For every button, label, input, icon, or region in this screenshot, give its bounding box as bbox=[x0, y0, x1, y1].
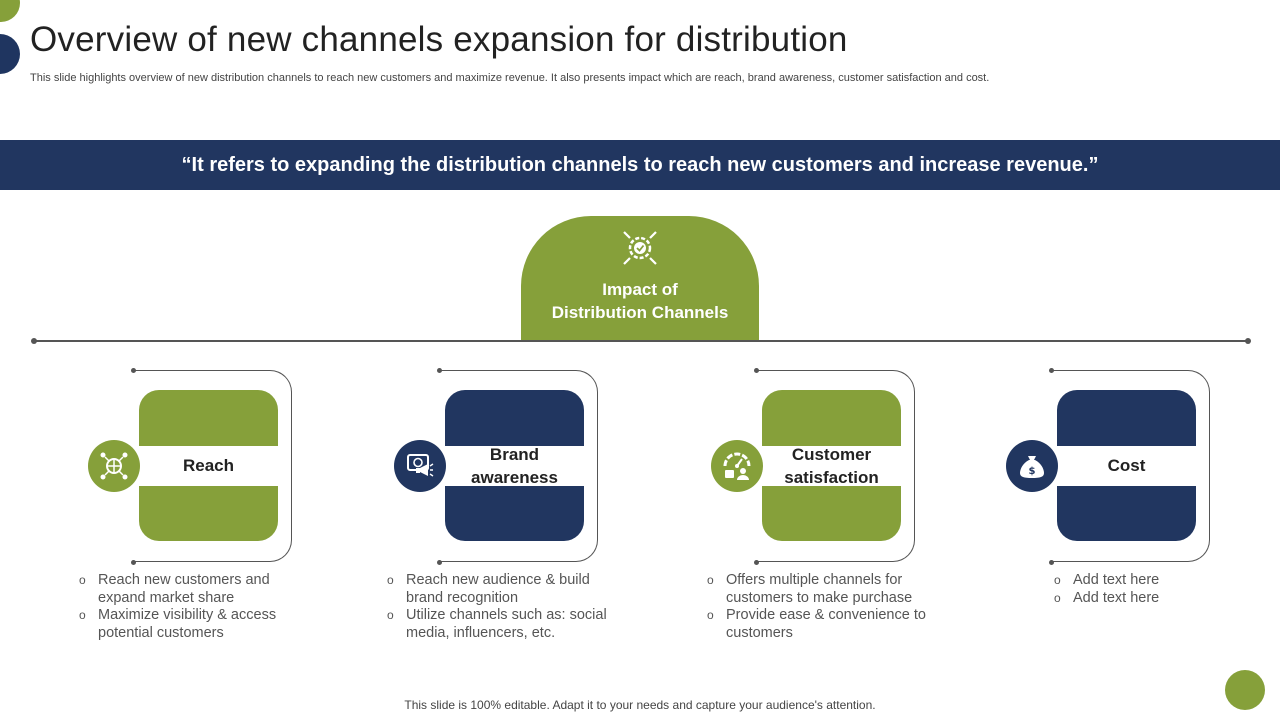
connector-line bbox=[34, 340, 1248, 342]
impact-card-brand-awareness: Brand awareness bbox=[394, 368, 634, 565]
list-item: Reach new audience & build brand recogni… bbox=[387, 572, 612, 607]
card-label: Reach bbox=[182, 456, 235, 475]
list-item: Add text here bbox=[1054, 572, 1214, 590]
quote-text: “It refers to expanding the distribution… bbox=[181, 153, 1099, 176]
impact-header-box: Impact of Distribution Channels bbox=[521, 216, 759, 342]
card-bracket bbox=[133, 370, 292, 562]
list-item: Maximize visibility & access potential c… bbox=[79, 607, 289, 642]
impact-card-cost: Cost $ bbox=[1006, 368, 1246, 565]
card-bracket bbox=[1051, 370, 1210, 562]
card-bracket bbox=[756, 370, 915, 562]
slide-subtitle: This slide highlights overview of new di… bbox=[30, 72, 990, 84]
svg-text:$: $ bbox=[1029, 466, 1036, 477]
card-label: Customer satisfaction bbox=[784, 444, 879, 487]
list-item: Offers multiple channels for customers t… bbox=[707, 572, 932, 607]
card-block bbox=[139, 390, 278, 541]
bracket-dot bbox=[1049, 368, 1054, 373]
list-item: Add text here bbox=[1054, 590, 1214, 608]
bullet-list-reach: Reach new customers and expand market sh… bbox=[79, 572, 289, 642]
impact-label: Impact of Distribution Channels bbox=[551, 280, 729, 322]
card-label: Cost bbox=[1107, 456, 1146, 475]
list-item: Utilize channels such as: social media, … bbox=[387, 607, 612, 642]
bracket-dot bbox=[1049, 560, 1054, 565]
list-item: Provide ease & convenience to customers bbox=[707, 607, 932, 642]
list-item: Reach new customers and expand market sh… bbox=[79, 572, 289, 607]
bracket-dot bbox=[754, 368, 759, 373]
card-block bbox=[762, 390, 901, 541]
card-label: Brand awareness bbox=[471, 444, 558, 487]
slide-title: Overview of new channels expansion for d… bbox=[30, 20, 848, 59]
card-block bbox=[1057, 390, 1196, 541]
connector-dot-left bbox=[31, 338, 37, 344]
bullet-list-customer-satisfaction: Offers multiple channels for customers t… bbox=[707, 572, 932, 642]
bracket-dot bbox=[437, 368, 442, 373]
network-globe-icon bbox=[88, 440, 140, 492]
bracket-dot bbox=[131, 368, 136, 373]
bracket-dot bbox=[131, 560, 136, 565]
bracket-dot bbox=[754, 560, 759, 565]
bullet-list-cost: Add text here Add text here bbox=[1054, 572, 1214, 607]
satisfaction-meter-icon bbox=[711, 440, 763, 492]
decorative-circle-green bbox=[0, 0, 20, 22]
quote-banner: “It refers to expanding the distribution… bbox=[0, 140, 1280, 190]
footer-note: This slide is 100% editable. Adapt it to… bbox=[404, 698, 876, 712]
megaphone-screen-icon bbox=[394, 440, 446, 492]
impact-card-customer-satisfaction: Customer satisfaction bbox=[711, 368, 951, 565]
bracket-dot bbox=[437, 560, 442, 565]
money-bag-icon: $ bbox=[1006, 440, 1058, 492]
decorative-circle-green-bottom bbox=[1225, 670, 1265, 710]
bullet-list-brand-awareness: Reach new audience & build brand recogni… bbox=[387, 572, 612, 642]
target-gear-icon bbox=[623, 231, 657, 265]
connector-dot-right bbox=[1245, 338, 1251, 344]
impact-card-reach: Reach bbox=[88, 368, 328, 565]
card-bracket bbox=[439, 370, 598, 562]
decorative-circle-navy bbox=[0, 34, 20, 74]
card-block bbox=[445, 390, 584, 541]
